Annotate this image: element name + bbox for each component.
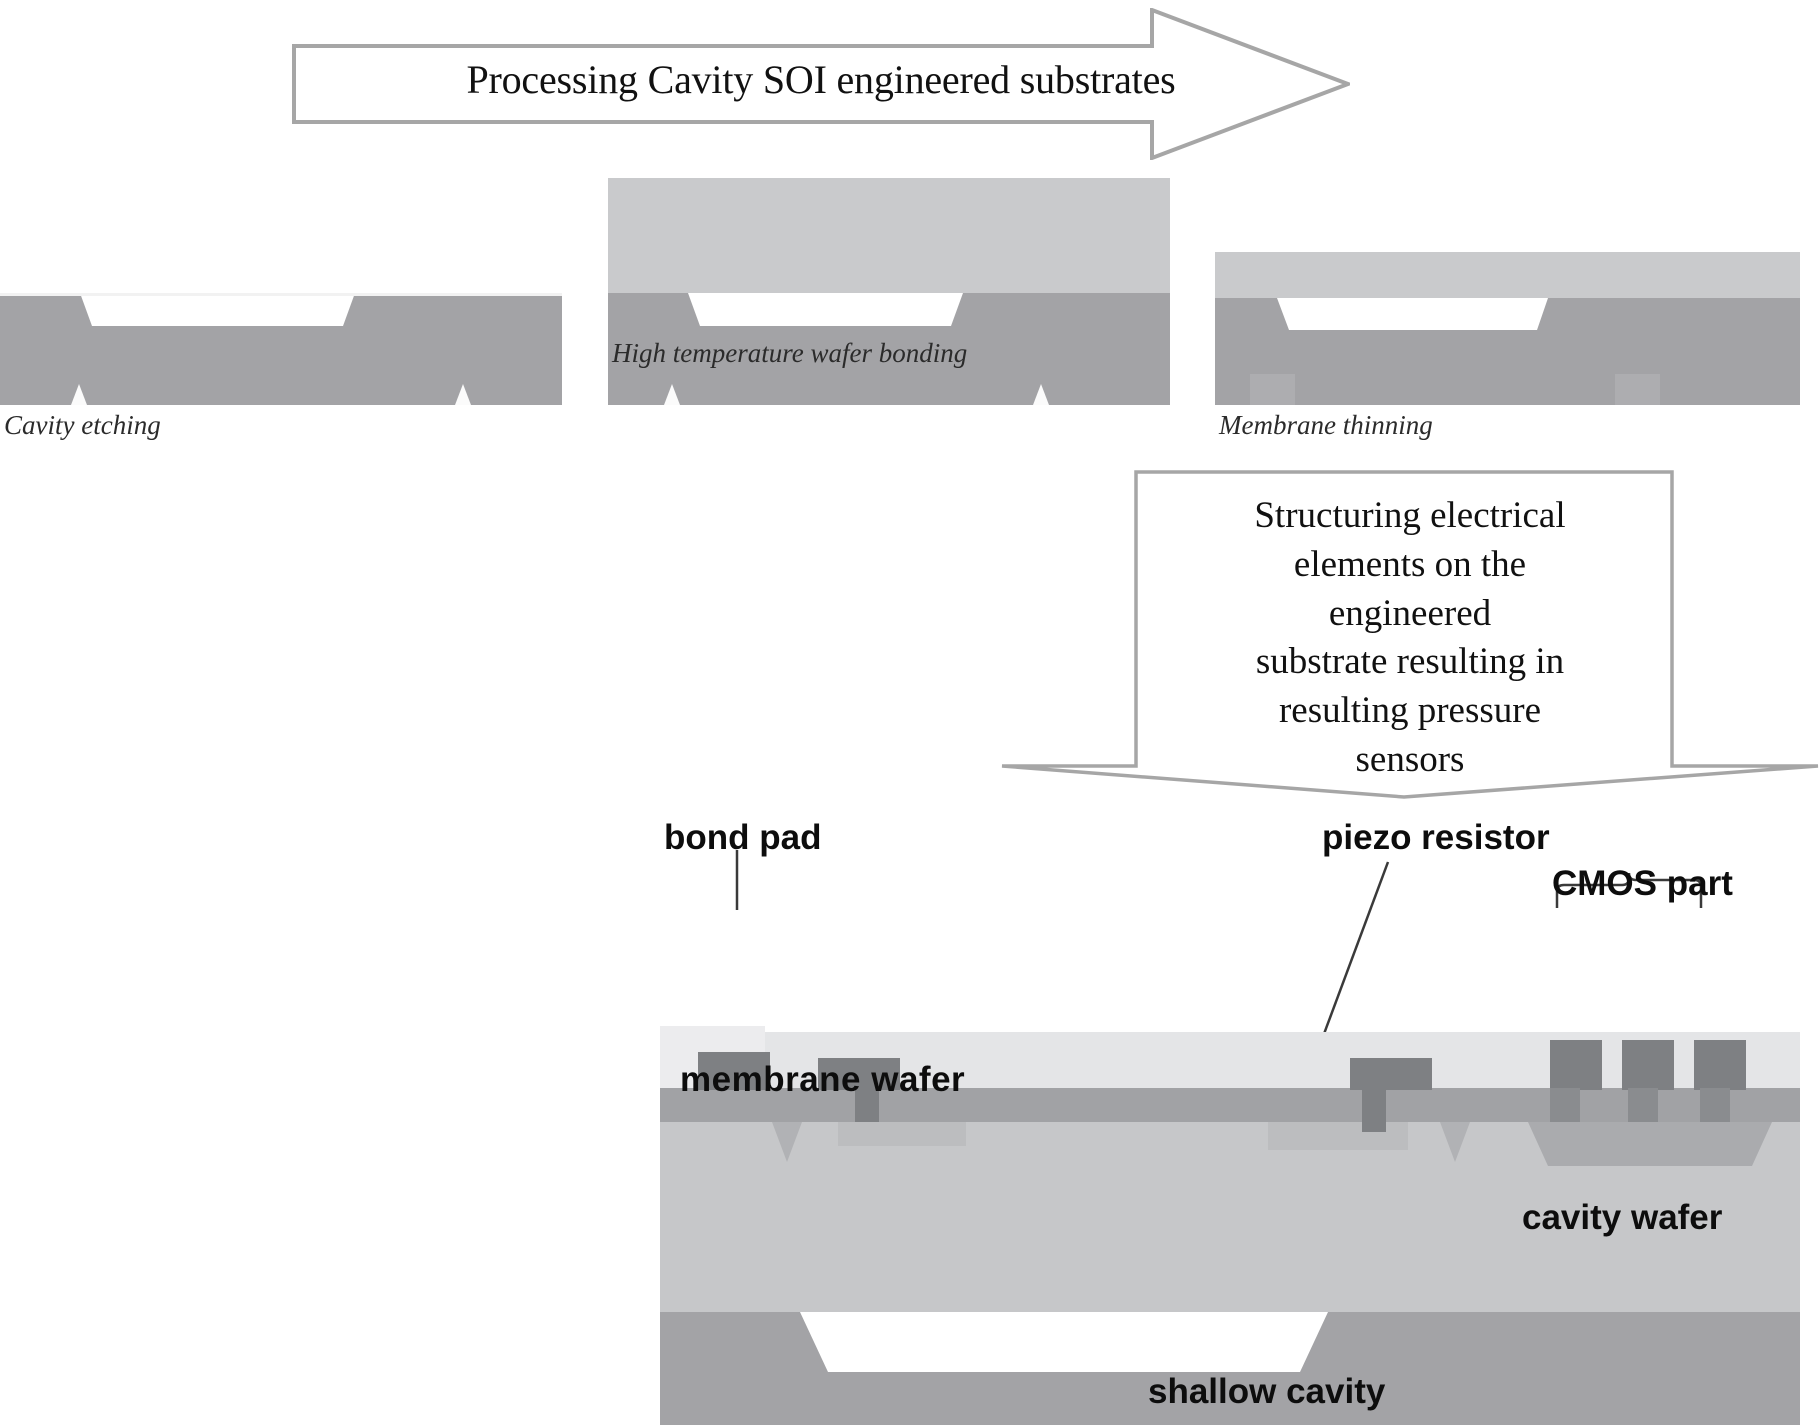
buried-cavity	[688, 293, 963, 326]
structuring-flow-arrow: Structuring electrical elements on the e…	[1000, 470, 1820, 800]
contact-plug-2	[855, 1088, 879, 1128]
contact-metal-2	[818, 1058, 900, 1090]
down-arrow-outline	[1001, 470, 1819, 799]
process-step-cavity-etching: Cavity etching	[0, 250, 562, 440]
structuring-arrow-line-1: Structuring electrical	[1254, 495, 1566, 536]
piezo-resistor-region	[1268, 1122, 1408, 1150]
cmos-gate-3	[1694, 1040, 1746, 1090]
wafer-bonding-illustration	[608, 178, 1170, 405]
label-cavity-wafer: cavity wafer	[1522, 1198, 1723, 1237]
contact-metal-3	[1350, 1058, 1432, 1090]
bond-pad-metal	[698, 1052, 770, 1090]
processing-flow-arrow: Processing Cavity SOI engineered substra…	[292, 8, 1350, 160]
contact-plug-3	[1362, 1088, 1386, 1132]
right-arrow-outline	[292, 8, 1350, 160]
piezo-resistor-leader-line	[1316, 861, 1390, 1051]
trench-notch-left	[772, 1122, 802, 1162]
bottom-notch-left	[71, 384, 87, 405]
bottom-notch-right	[455, 384, 471, 405]
interconnect-band	[660, 1088, 1800, 1124]
shallow-cavity-void	[800, 1312, 1328, 1372]
membrane-thinning-illustration	[1215, 252, 1800, 405]
structuring-flow-arrow-label: Structuring electrical elements on the e…	[1000, 492, 1820, 785]
label-membrane-wafer: membrane wafer	[680, 1060, 966, 1099]
doped-region-2	[838, 1122, 966, 1146]
structuring-arrow-line-3: substrate resulting in	[1255, 641, 1565, 683]
label-shallow-cavity: shallow cavity	[1148, 1372, 1386, 1411]
label-bond-pad: bond pad	[664, 818, 822, 857]
cmos-well-region	[1528, 1122, 1772, 1166]
bottom-notch-left	[664, 384, 680, 405]
process-step-wafer-bonding-caption: High temperature wafer bonding	[612, 338, 968, 368]
down-arrow-shape	[1001, 470, 1819, 799]
pressure-sensor-cross-section	[0, 800, 1820, 1425]
cmos-gate-1	[1550, 1040, 1602, 1090]
label-cmos-part: CMOS part	[1552, 864, 1733, 903]
process-step-cavity-etching-caption: Cavity etching	[4, 410, 161, 440]
process-step-wafer-bonding: High temperature wafer bonding	[608, 178, 1170, 405]
processing-flow-arrow-label: Processing Cavity SOI engineered substra…	[466, 57, 1176, 102]
wafer-top-edge	[0, 293, 562, 296]
bottom-notch-right	[1033, 384, 1049, 405]
cross-section-illustration	[660, 850, 1800, 1425]
bottom-marking-left	[1250, 374, 1295, 405]
cmos-gate-2	[1622, 1040, 1674, 1090]
cmos-part-brace	[1555, 872, 1703, 908]
buried-cavity	[1277, 298, 1548, 330]
bottom-marking-right	[1615, 374, 1660, 405]
cavity-etching-illustration	[0, 293, 562, 405]
process-step-membrane-thinning-caption: Membrane thinning	[1219, 410, 1433, 440]
process-step-membrane-thinning: Membrane thinning	[1215, 252, 1800, 440]
label-piezo-resistor: piezo resistor	[1322, 818, 1550, 857]
structuring-arrow-line-2: elements on the engineered	[1293, 543, 1527, 634]
trench-notch-middle	[1440, 1122, 1470, 1162]
structuring-arrow-line-4: resulting pressure sensors	[1278, 690, 1542, 781]
etched-cavity-trench	[80, 293, 355, 326]
membrane-wafer-body	[608, 178, 1170, 296]
right-arrow-shape	[292, 8, 1350, 160]
thinned-membrane-layer	[1215, 252, 1800, 300]
